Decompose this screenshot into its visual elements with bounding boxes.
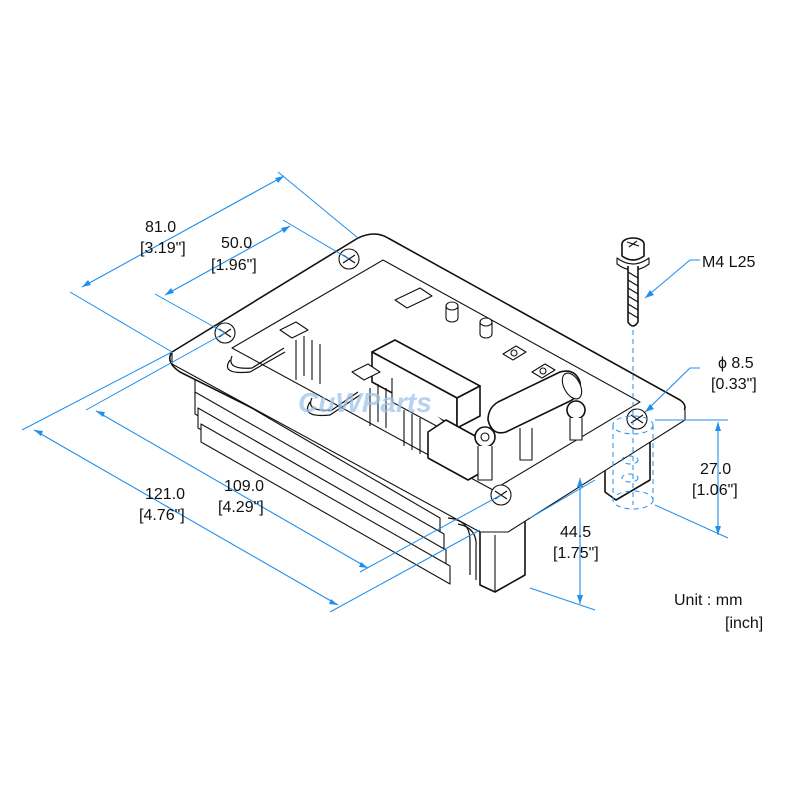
dim-44-mm: 44.5 [560, 524, 591, 541]
dim-hole-dia-inch: [0.33"] [711, 376, 757, 393]
dim-27-inch: [1.06"] [692, 482, 738, 499]
unit-inch-label: [inch] [725, 615, 763, 632]
heatsink-fins [194, 374, 477, 585]
unit-label: Unit : mm [674, 592, 742, 609]
dim-109-inch: [4.29"] [218, 499, 264, 516]
dimension-labels: 81.0 [3.19"] 50.0 [1.96"] 121.0 [4.76"] … [139, 219, 763, 632]
watermark-text: CuWParts [298, 387, 432, 418]
hidden-standoff [612, 330, 654, 510]
dim-50-inch: [1.96"] [211, 257, 257, 274]
dim-121-mm: 121.0 [145, 486, 185, 503]
screw-m4 [616, 237, 650, 327]
dim-121-inch: [4.76"] [139, 507, 185, 524]
screw-label: M4 L25 [702, 254, 755, 271]
dim-50-mm: 50.0 [221, 235, 252, 252]
pcb-components [226, 287, 586, 481]
dim-81-mm: 81.0 [145, 219, 176, 236]
dimension-lines [21, 171, 729, 613]
dim-44-inch: [1.75"] [553, 545, 599, 562]
dim-81-inch: [3.19"] [140, 240, 186, 257]
dim-27-mm: 27.0 [700, 461, 731, 478]
dim-hole-dia-mm: ϕ 8.5 [718, 355, 754, 372]
dim-109-mm: 109.0 [224, 478, 264, 495]
